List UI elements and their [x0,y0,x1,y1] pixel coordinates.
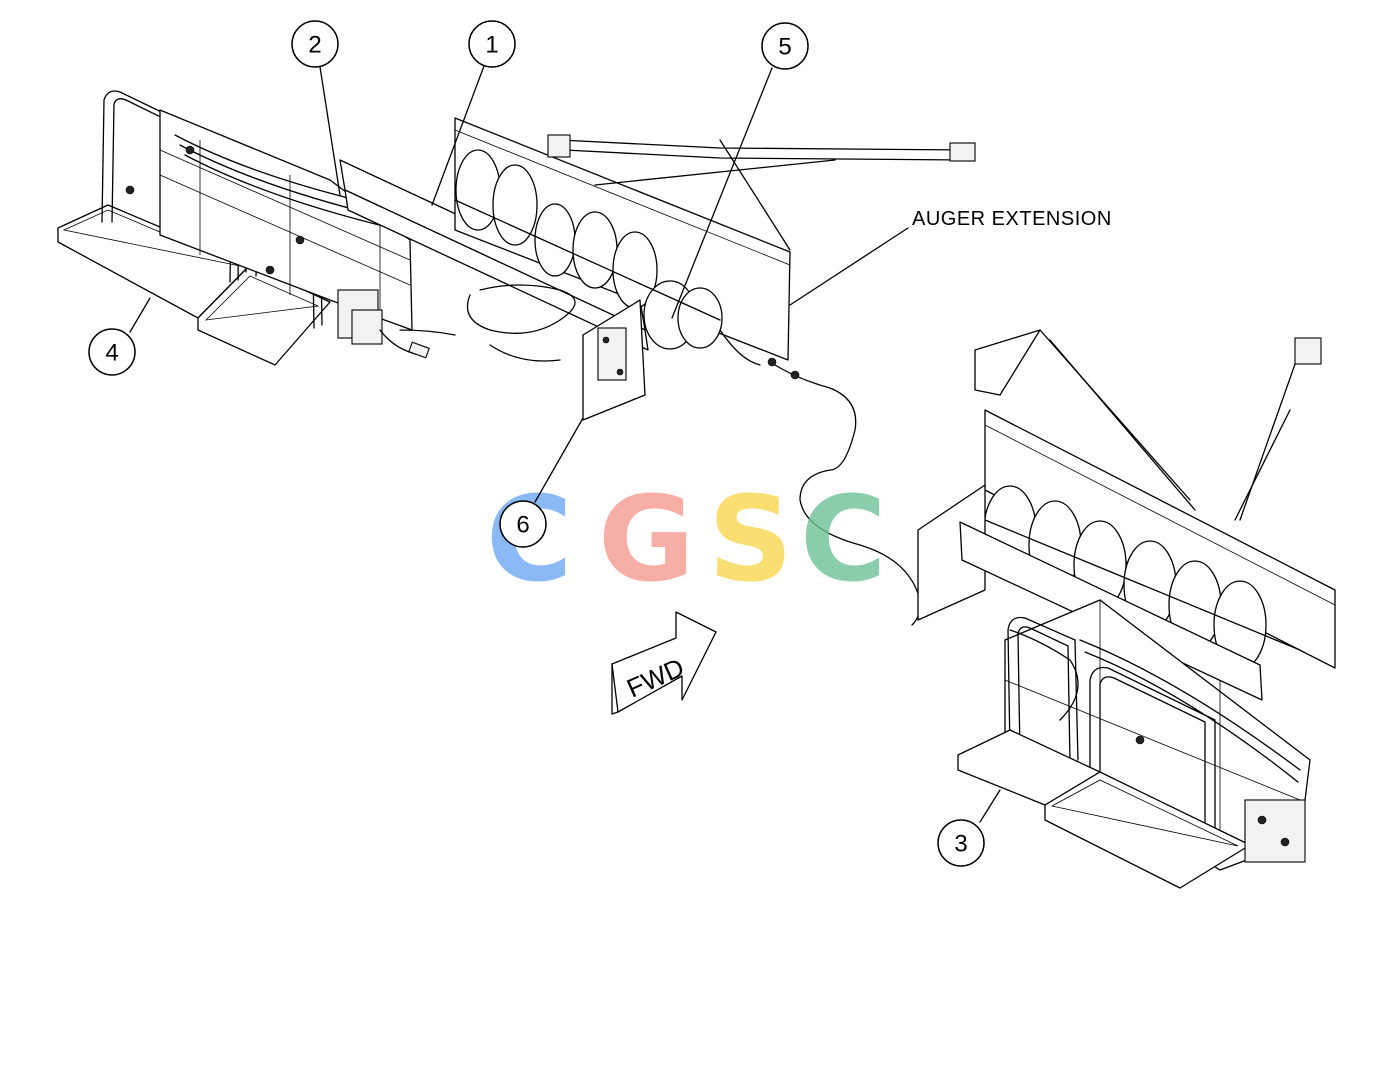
callout-label: 2 [308,32,321,59]
callout-circle [291,20,339,68]
leader-lines [129,65,1001,823]
cgsc-watermark: C G S C [486,470,887,608]
callout-3: 3 [937,819,985,867]
auger-extension-assembly [339,117,976,626]
auger-extension-label: AUGER EXTENSION [912,208,1112,230]
left-platform-assembly [57,90,456,366]
callout-circle [468,20,516,68]
watermark-letter-c2: C [800,470,887,608]
callout-label: 6 [516,512,529,539]
callout-circle [937,819,985,867]
callout-circle [761,22,809,70]
forward-direction-arrow: FWD [611,611,717,715]
callout-label: 4 [105,340,118,367]
callout-label: 3 [954,831,967,858]
callout-label: 5 [778,34,791,61]
callout-2: 2 [291,20,339,68]
callout-6: 6 [499,500,547,548]
callout-4: 4 [88,328,136,376]
callout-label: 1 [485,32,498,59]
callout-5: 5 [761,22,809,70]
watermark-letter-g: G [598,470,695,608]
callout-circle [88,328,136,376]
callout-1: 1 [468,20,516,68]
watermark-letter-s: S [708,470,793,608]
callout-circle [499,500,547,548]
right-platform-assembly [917,329,1336,889]
